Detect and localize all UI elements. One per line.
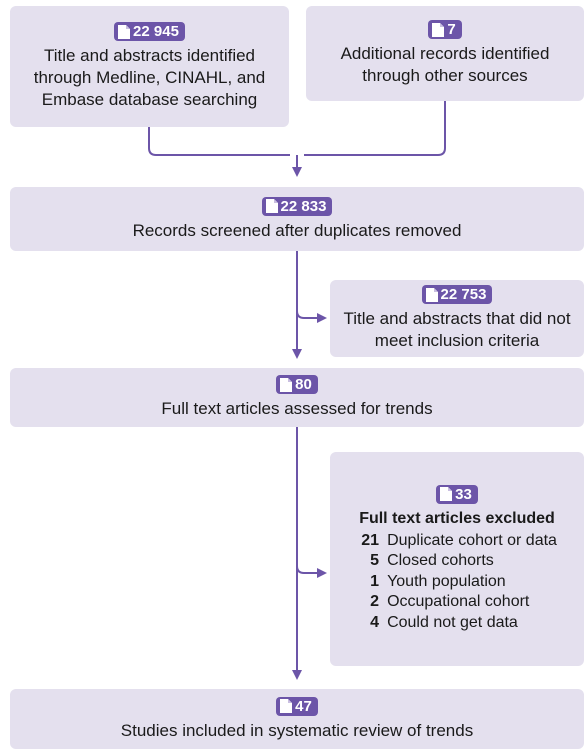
included-text: Studies included in systematic review of…	[120, 720, 474, 740]
full-text-text: Full text articles assessed for trends	[161, 399, 433, 418]
identified-text: Title and abstracts identified through M…	[33, 46, 266, 109]
count-badge: 47	[276, 696, 318, 716]
exclusion-reason: 21 Duplicate cohort or data	[357, 531, 557, 552]
excluded-title: Full text articles excluded	[359, 509, 555, 527]
count-badge: 22 833	[261, 196, 333, 216]
document-icon	[425, 287, 438, 302]
not-meeting-count: 22 753	[440, 286, 487, 303]
screened-count: 22 833	[280, 197, 327, 215]
screened-text: Records screened after duplicates remove…	[132, 220, 462, 240]
reason-label: Could not get data	[387, 613, 518, 631]
document-icon	[280, 377, 293, 392]
connector-to-excluded	[296, 565, 327, 578]
not-meeting-text: Title and abstracts that did not meet in…	[343, 309, 571, 350]
reason-count: 2	[370, 593, 380, 611]
exclusion-reason: 2 Occupational cohort	[357, 592, 557, 613]
excluded-abstracts-box: 22 753 Title and abstracts that did not …	[330, 280, 584, 357]
identified-records-box: 22 945 Title and abstracts identified th…	[10, 6, 289, 127]
full-text-assessed-box: 80 Full text articles assessed for trend…	[10, 368, 584, 427]
additional-count: 7	[447, 21, 456, 38]
count-badge: 22 945	[114, 22, 185, 41]
document-icon	[432, 22, 445, 37]
included-studies-box: 47 Studies included in systematic review…	[10, 689, 584, 749]
excluded-count: 33	[455, 485, 472, 503]
document-icon	[440, 487, 453, 502]
exclusion-reason: 5 Closed cohorts	[357, 551, 557, 572]
reason-count: 1	[370, 572, 380, 590]
reason-label: Duplicate cohort or data	[387, 531, 557, 549]
count-badge: 33	[436, 484, 478, 504]
document-icon	[280, 699, 293, 713]
reason-count: 5	[370, 552, 380, 570]
document-icon	[265, 199, 278, 213]
connector-additional	[304, 101, 446, 156]
document-icon	[118, 24, 131, 39]
full-text-count: 80	[295, 376, 312, 393]
identified-count: 22 945	[133, 23, 179, 40]
included-count: 47	[295, 697, 312, 715]
reason-count: 4	[370, 613, 380, 631]
count-badge: 80	[276, 375, 318, 394]
additional-text: Additional records identified through ot…	[340, 44, 550, 85]
count-badge: 7	[428, 20, 462, 39]
additional-records-box: 7 Additional records identified through …	[306, 6, 584, 101]
reason-label: Youth population	[387, 572, 506, 590]
exclusion-reason: 1 Youth population	[357, 572, 557, 593]
reason-label: Occupational cohort	[387, 593, 530, 611]
count-badge: 22 753	[421, 285, 493, 304]
reason-count: 21	[361, 531, 380, 549]
exclusion-reason: 4 Could not get data	[357, 613, 557, 634]
reason-label: Closed cohorts	[387, 552, 494, 570]
connector-to-not-meeting	[296, 310, 327, 323]
screened-records-box: 22 833 Records screened after duplicates…	[10, 187, 584, 251]
connector-identified	[148, 127, 290, 156]
